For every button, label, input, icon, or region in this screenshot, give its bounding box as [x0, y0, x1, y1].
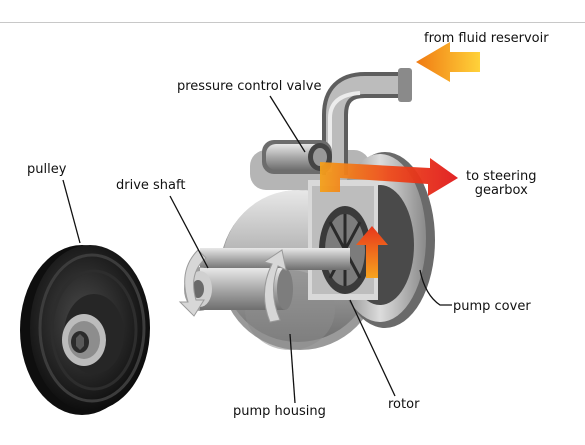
- label-pump-cover: pump cover: [453, 299, 531, 314]
- inlet-pipe: [322, 68, 412, 175]
- pulley: [20, 245, 150, 415]
- label-to-steering-line2: gearbox: [474, 183, 528, 198]
- label-pump-housing: pump housing: [233, 404, 326, 419]
- label-to-steering-gearbox: to steering gearbox: [466, 170, 537, 198]
- label-pulley: pulley: [27, 162, 67, 177]
- flow-arrows: [178, 42, 480, 323]
- rotor-rotation-arrow-icon: [262, 249, 287, 323]
- inflow-arrow-icon: [416, 42, 480, 82]
- shaft-rotation-arrow-icon: [178, 249, 207, 317]
- label-to-steering-line1: to steering: [466, 169, 537, 184]
- top-divider: [0, 22, 585, 23]
- pressure-outflow-arrow-icon: [320, 158, 458, 196]
- label-pressure-control-valve: pressure control valve: [177, 79, 322, 94]
- leader-lines: [62, 95, 452, 404]
- label-from-fluid-reservoir: from fluid reservoir: [424, 31, 549, 46]
- label-rotor: rotor: [388, 397, 420, 412]
- internal-upflow-arrow-icon: [356, 226, 388, 278]
- label-drive-shaft: drive shaft: [116, 178, 186, 193]
